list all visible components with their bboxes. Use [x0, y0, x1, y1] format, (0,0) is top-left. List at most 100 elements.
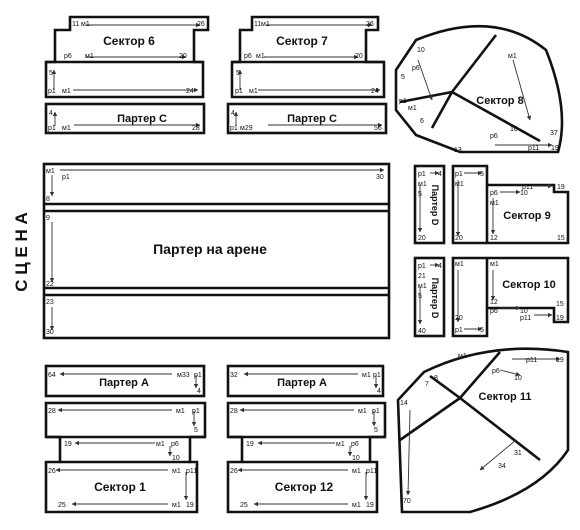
- sector-1-n-k: р11: [186, 468, 197, 475]
- parter-d-bottom-n-d: м1: [418, 283, 427, 290]
- sector-8-n-a: 10: [417, 47, 425, 54]
- sector-9-n-i: м1: [490, 200, 499, 207]
- parter-a-left-n-a: 64: [48, 372, 56, 379]
- arena-n-3: 30: [376, 174, 384, 181]
- parter-a-left-n-d: 4: [197, 388, 201, 395]
- parter-c-right-n-a: 4: [231, 110, 235, 117]
- sector-12-n-c: р1: [372, 408, 380, 415]
- sector-11-n-h: м1: [458, 353, 467, 360]
- parter-a-right-n-c: р1: [373, 372, 381, 379]
- sector-8[interactable]: Сектор 8 10 р6 5 р1 м1 6 13 м1 10 р6 37 …: [394, 24, 564, 154]
- sector-6-n-d: р6: [64, 53, 72, 60]
- sector-7-n-d: р6: [244, 53, 252, 60]
- parter-d-bottom-n-b: 4: [438, 263, 442, 270]
- sector-8-n-c: 5: [401, 74, 405, 81]
- parter-d-bottom[interactable]: Партер D р1 4 21 м1 5 40: [413, 256, 446, 338]
- parter-d-top-n-e: 20: [418, 235, 426, 242]
- parter-d-top[interactable]: Партер D р1 4 м1 5 20: [413, 164, 446, 245]
- sector-7-n-c: 26: [366, 21, 374, 28]
- sector-7[interactable]: Сектор 7 11 м1 26 р6 м1 20 5 р1 м1 24: [230, 15, 386, 99]
- sector-11-n-b: 7: [425, 381, 429, 388]
- sector-12-n-b: м1: [358, 408, 367, 415]
- sector-8-n-h: м1: [508, 53, 517, 60]
- arena-n-5: 9: [46, 215, 50, 222]
- sector-8-n-m: 19: [551, 145, 559, 152]
- sector-6-n-g: 5: [49, 70, 53, 77]
- parter-c-right-n-b: р1: [230, 125, 238, 132]
- parter-c-left-n-b: р1: [48, 125, 56, 132]
- parter-c-left[interactable]: Партер С 4 р1 м1 28: [44, 102, 206, 135]
- sector-1-n-a: 28: [48, 408, 56, 415]
- sector-9[interactable]: Сектор 9 р1 5 м1 20 р6 10 р11 19 м1 12 1…: [451, 164, 570, 245]
- arena-parter[interactable]: Партер на арене м1 р1 30 8 9 22 23 30: [42, 162, 391, 340]
- sector-6[interactable]: Сектор 6 11 м1 26 р6 м1 20 5 р1 м1 24: [44, 15, 210, 99]
- sector-6-n-b: м1: [81, 21, 90, 28]
- parter-c-right[interactable]: Партер С 4 р1 м29 56: [226, 102, 388, 135]
- sector-7-n-f: 20: [355, 53, 363, 60]
- sector-12-n-i: 26: [230, 468, 238, 475]
- sector-1-title: Сектор 1: [94, 480, 146, 494]
- sector-10-n-i: р1: [455, 327, 463, 334]
- parter-d-bottom-n-f: 40: [418, 328, 426, 335]
- arena-n-1: м1: [46, 168, 55, 175]
- parter-c-left-title: Партер С: [117, 113, 167, 125]
- parter-a-right-title: Партер А: [277, 377, 327, 389]
- arena-title: Партер на арене: [153, 241, 267, 257]
- sector-7-n-g: 5: [236, 70, 240, 77]
- sector-12-n-a: 28: [230, 408, 238, 415]
- parter-c-left-n-c: м1: [62, 125, 71, 132]
- sector-10-n-d: 12: [490, 299, 498, 306]
- arena-n-7: 23: [46, 299, 54, 306]
- parter-d-bottom-n-a: р1: [418, 263, 426, 270]
- parter-d-top-title: Партер D: [430, 185, 440, 226]
- sector-7-title: Сектор 7: [276, 34, 328, 48]
- parter-d-bottom-title: Партер D: [430, 278, 440, 319]
- parter-a-right[interactable]: Партер А 32 м1 р1 4: [226, 364, 385, 398]
- sector-9-n-j: 12: [490, 235, 498, 242]
- sector-11[interactable]: Сектор 11 8 7 14 р6 10 р11 19 м1 31 34 7…: [396, 347, 570, 514]
- sector-8-n-l: р11: [528, 145, 539, 152]
- sector-1[interactable]: Сектор 1 28 м1 р1 5 19 м1 р6 10 26 м1 р1…: [44, 401, 207, 514]
- sector-10-n-f: 10: [520, 308, 528, 315]
- sector-10[interactable]: Сектор 10 м1 м1 20 12 р6 10 р11 19 р1 5 …: [451, 256, 570, 338]
- sector-9-n-f: 10: [520, 190, 528, 197]
- sector-8-n-e: м1: [408, 105, 417, 112]
- sector-7-n-h: р1: [235, 88, 243, 95]
- sector-11-title: Сектор 11: [479, 391, 532, 403]
- sector-8-n-b: р6: [412, 65, 420, 72]
- sector-11-n-a: 8: [434, 375, 438, 382]
- sector-6-n-e: м1: [85, 53, 94, 60]
- sector-9-n-g: р11: [522, 184, 533, 191]
- sector-12-n-h: 10: [352, 455, 360, 462]
- sector-10-n-c: 20: [455, 315, 463, 322]
- sector-12-n-j: м1: [352, 468, 361, 475]
- sector-12-n-e: 19: [246, 441, 254, 448]
- sector-1-n-g: р6: [171, 441, 179, 448]
- sector-11-n-g: 19: [556, 357, 564, 364]
- sector-9-n-d: 20: [455, 235, 463, 242]
- sector-8-n-d: р1: [399, 98, 407, 105]
- sector-1-n-m: м1: [172, 502, 181, 509]
- sector-12[interactable]: Сектор 12 28 м1 р1 5 19 м1 р6 10 26 м1 р…: [226, 401, 387, 514]
- parter-c-left-n-d: 28: [192, 125, 200, 132]
- arena-n-4: 8: [46, 196, 50, 203]
- sector-8-n-i: 10: [510, 126, 518, 133]
- sector-1-n-e: 19: [64, 441, 72, 448]
- sector-9-title: Сектор 9: [503, 210, 550, 222]
- sector-6-n-a: 11: [72, 21, 79, 28]
- parter-d-top-n-d: 5: [418, 191, 422, 198]
- sector-11-n-k: 70: [403, 498, 411, 505]
- arena-n-8: 30: [46, 329, 54, 336]
- sector-6-n-h: р1: [48, 88, 56, 95]
- sector-1-n-d: 5: [194, 427, 198, 434]
- sector-11-n-c: 14: [400, 400, 408, 407]
- sector-1-n-i: 26: [48, 468, 56, 475]
- sector-1-n-f: м1: [156, 441, 165, 448]
- sector-12-title: Сектор 12: [275, 480, 334, 494]
- sector-9-n-h: 19: [557, 184, 565, 191]
- sector-9-n-a: р1: [455, 171, 463, 178]
- parter-c-left-n-a: 4: [49, 110, 53, 117]
- parter-a-left[interactable]: Партер А 64 м33 р1 4: [44, 364, 206, 398]
- sector-11-n-f: р11: [526, 357, 537, 364]
- sector-12-n-d: 5: [374, 427, 378, 434]
